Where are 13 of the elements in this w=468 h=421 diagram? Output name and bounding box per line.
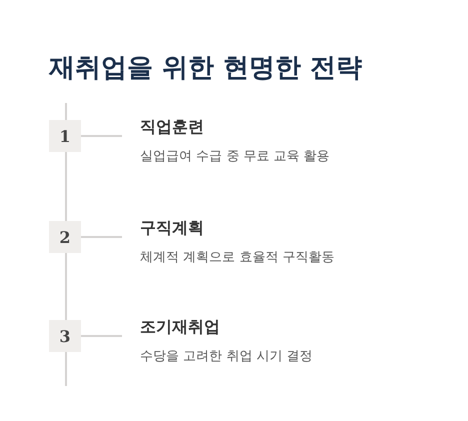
step-description: 실업급여 수급 중 무료 교육 활용 — [140, 148, 331, 166]
step-description: 수당을 고려한 취업 시기 결정 — [140, 348, 314, 366]
step-number-box: 2 — [49, 221, 81, 253]
step-heading: 구직계획 — [140, 217, 205, 239]
connector-line — [81, 135, 122, 137]
step-number-box: 1 — [49, 120, 81, 152]
connector-line — [81, 236, 122, 238]
connector-line — [81, 335, 122, 337]
step-heading: 직업훈련 — [140, 116, 205, 138]
step-description: 체계적 계획으로 효율적 구직활동 — [140, 249, 336, 267]
title: 재취업을 위한 현명한 전략 — [49, 52, 362, 85]
step-heading: 조기재취업 — [140, 316, 221, 338]
step-number-box: 3 — [49, 320, 81, 352]
